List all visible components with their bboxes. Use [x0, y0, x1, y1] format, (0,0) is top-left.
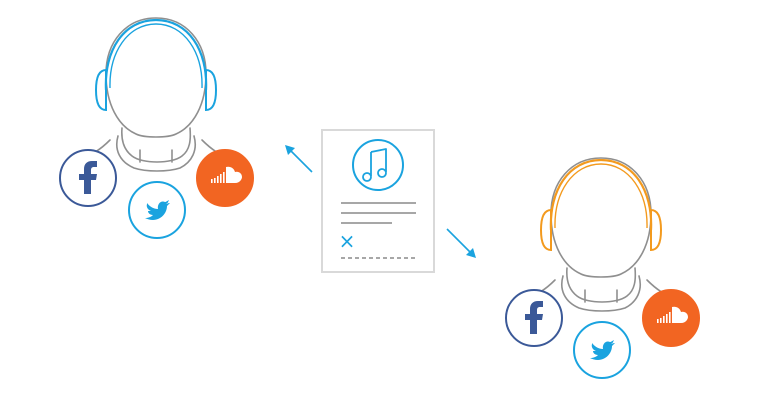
music-note-icon [352, 139, 404, 191]
listener-orange-right-earcup [650, 208, 663, 252]
soundcloud-icon [642, 289, 700, 347]
card-text-lines [341, 202, 416, 224]
listener-orange-head [550, 157, 652, 278]
card-reject-mark: × [339, 229, 356, 253]
soundcloud-icon [196, 149, 254, 207]
facebook-icon [59, 149, 117, 207]
listener-orange [505, 157, 700, 379]
track-card: × [321, 129, 435, 273]
listener-orange-headphone-band [549, 158, 653, 231]
listener-blue-left-earcup [94, 68, 107, 112]
listener-blue-head [105, 17, 207, 138]
listener-blue [59, 17, 254, 239]
facebook-icon [505, 289, 563, 347]
twitter-icon [573, 321, 631, 379]
listener-blue-shoulders [79, 127, 231, 172]
listener-blue-headphone-band [104, 18, 208, 91]
twitter-icon [128, 181, 186, 239]
listener-blue-right-earcup [205, 68, 218, 112]
arrow-up-left-icon [285, 145, 313, 173]
arrow-down-right-icon [446, 228, 476, 258]
listener-orange-left-earcup [539, 208, 552, 252]
